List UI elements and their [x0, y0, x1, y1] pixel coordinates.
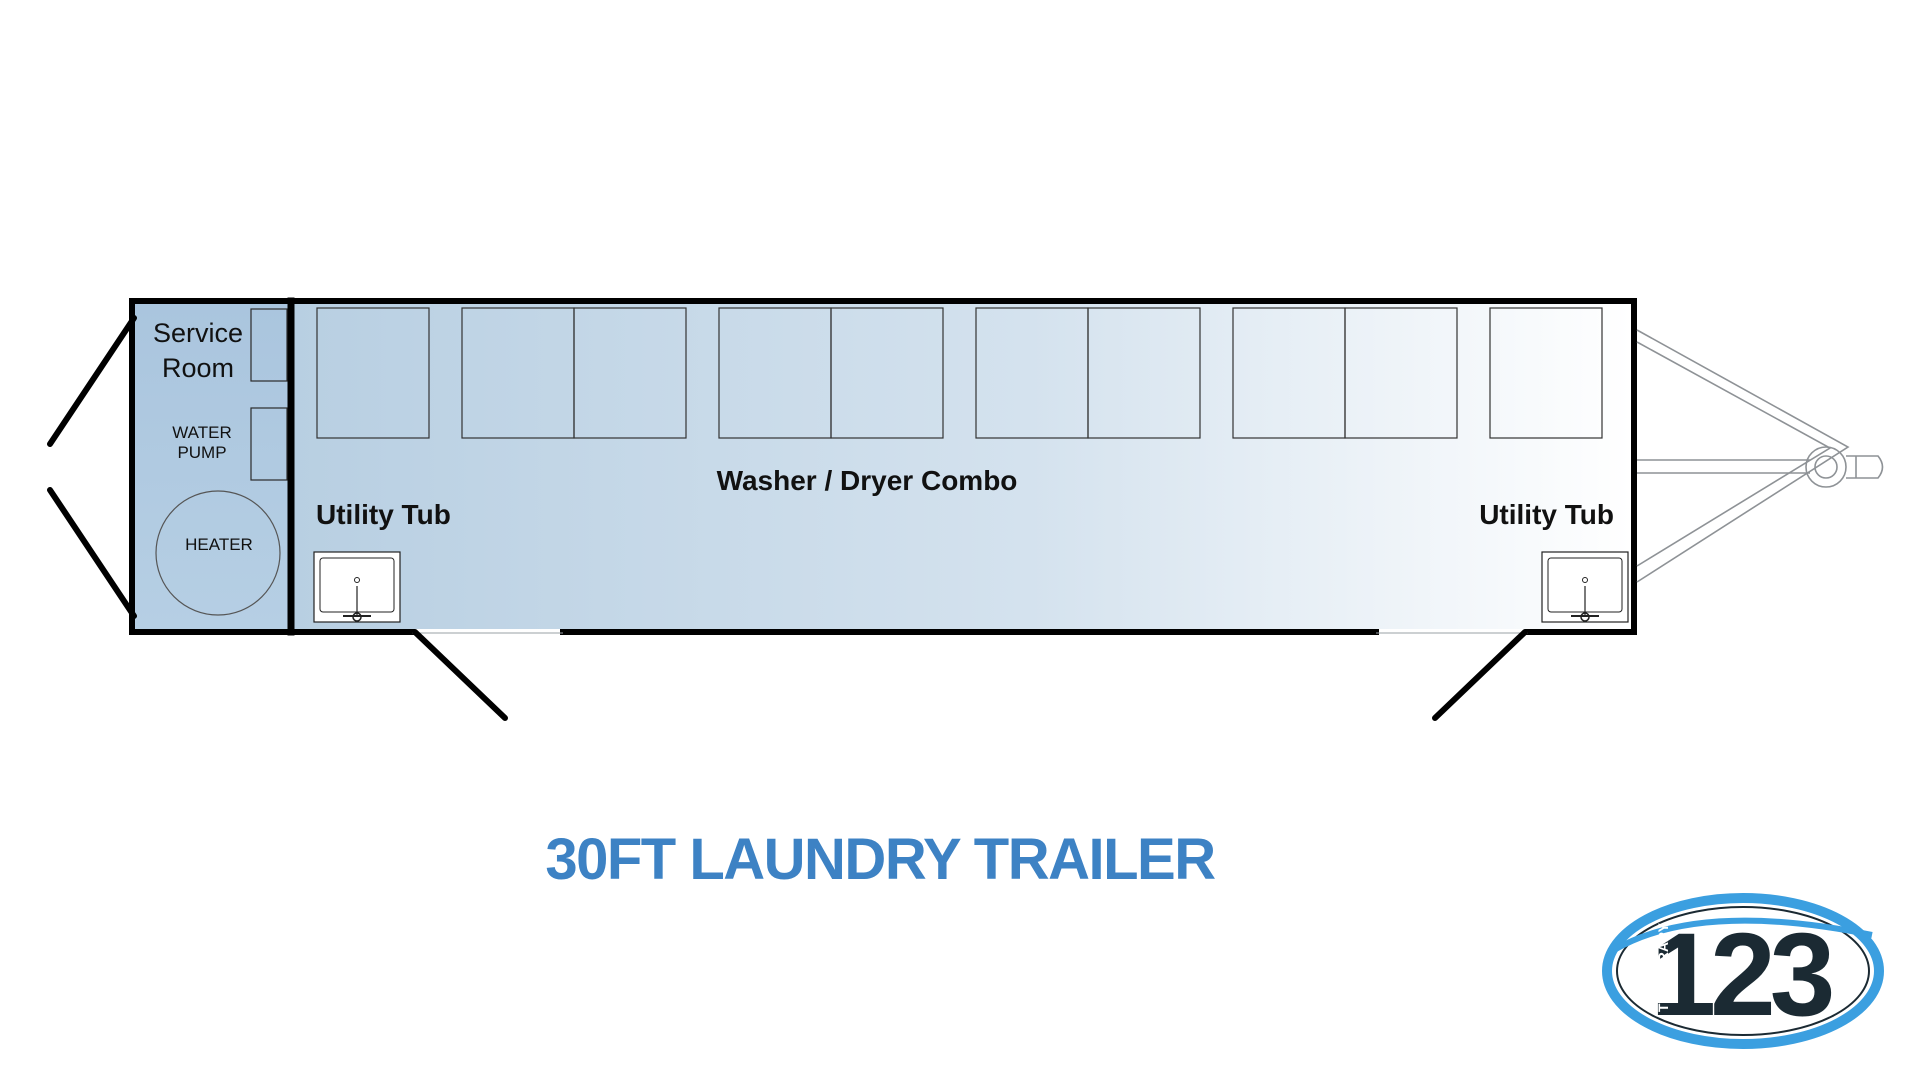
trailer-hitch: [1636, 329, 1884, 583]
utility-tub-left: [313, 551, 401, 623]
washer-dryer-unit: [316, 307, 430, 439]
water-pump-label-line1: WATER: [172, 423, 232, 442]
trailer-walls: [129, 297, 1637, 636]
logo-number: 123: [1651, 909, 1832, 1041]
service-room-fixtures: [155, 308, 288, 616]
washer-dryer-unit: [1087, 307, 1201, 439]
side-door-left: [412, 629, 508, 721]
washer-dryer-unit: [830, 307, 944, 439]
main-floor: [291, 304, 1632, 629]
temporary-123-logo: 123 TEMPORARY: [1602, 893, 1884, 1049]
utility-tub-left-label: Utility Tub: [316, 499, 451, 530]
washer-dryer-unit: [573, 307, 687, 439]
washer-dryer-unit: [1344, 307, 1458, 439]
service-room-label-line2: Room: [162, 353, 234, 383]
rear-door-upper: [47, 315, 137, 447]
service-cabinet: [250, 308, 288, 382]
water-pump-label-line2: PUMP: [177, 443, 226, 462]
rear-door-lower: [47, 487, 137, 619]
side-door-right: [1432, 629, 1528, 721]
washer-dryer-units: [316, 307, 1603, 439]
diagram-title: 30FT LAUNDRY TRAILER: [545, 827, 1216, 892]
utility-tub-right: [1541, 551, 1629, 623]
heater-tank: [155, 490, 281, 616]
doors: [47, 315, 1528, 721]
utility-tub-right-label: Utility Tub: [1479, 499, 1614, 530]
washer-dryer-label: Washer / Dryer Combo: [717, 465, 1018, 496]
logo-tagline: TEMPORARY: [1655, 922, 1671, 1012]
water-pump-box: [250, 407, 288, 481]
washer-dryer-unit: [1489, 307, 1603, 439]
heater-label: HEATER: [185, 535, 253, 554]
service-room-label-line1: Service: [153, 318, 243, 348]
